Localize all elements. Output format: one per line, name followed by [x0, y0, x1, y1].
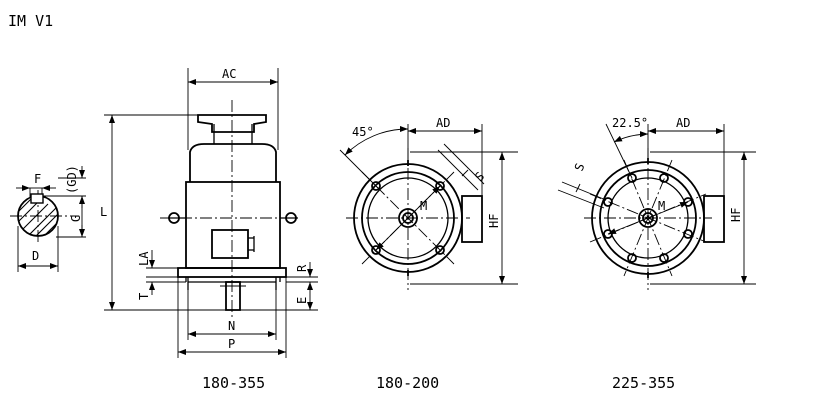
label-R: R: [295, 264, 309, 272]
front-view-180-200: M S AD HF 45°: [339, 116, 518, 290]
label-S-2: S: [572, 161, 588, 173]
label-HF-1: HF: [487, 214, 501, 228]
label-angle-45: 45°: [352, 125, 374, 139]
front-view-225-355: M S AD HF 22.5°: [557, 116, 756, 290]
label-AD-2: AD: [676, 116, 690, 130]
label-E: E: [295, 297, 309, 304]
label-P: P: [228, 337, 235, 351]
label-T: T: [137, 293, 151, 300]
shaft-section-view: F (GD) G D: [10, 165, 86, 272]
drawing-title: IM V1: [8, 12, 53, 30]
label-AD-1: AD: [436, 116, 450, 130]
label-D: D: [32, 249, 39, 263]
caption-front-large: 225-355: [612, 374, 675, 392]
label-M-1: M: [420, 199, 427, 213]
caption-front-small: 180-200: [376, 374, 439, 392]
motor-side-view: AC L: [100, 67, 318, 358]
label-N: N: [228, 319, 235, 333]
label-L: L: [100, 205, 107, 219]
label-S-1: S: [472, 169, 487, 184]
label-F: F: [34, 172, 41, 186]
label-LA: LA: [137, 251, 151, 266]
label-AC: AC: [222, 67, 236, 81]
label-angle-22-5: 22.5°: [612, 116, 648, 130]
label-M-2: M: [658, 199, 665, 213]
label-G: G: [69, 215, 83, 222]
caption-side-view: 180-355: [202, 374, 265, 392]
label-GD: (GD): [65, 165, 79, 194]
label-HF-2: HF: [729, 208, 743, 222]
